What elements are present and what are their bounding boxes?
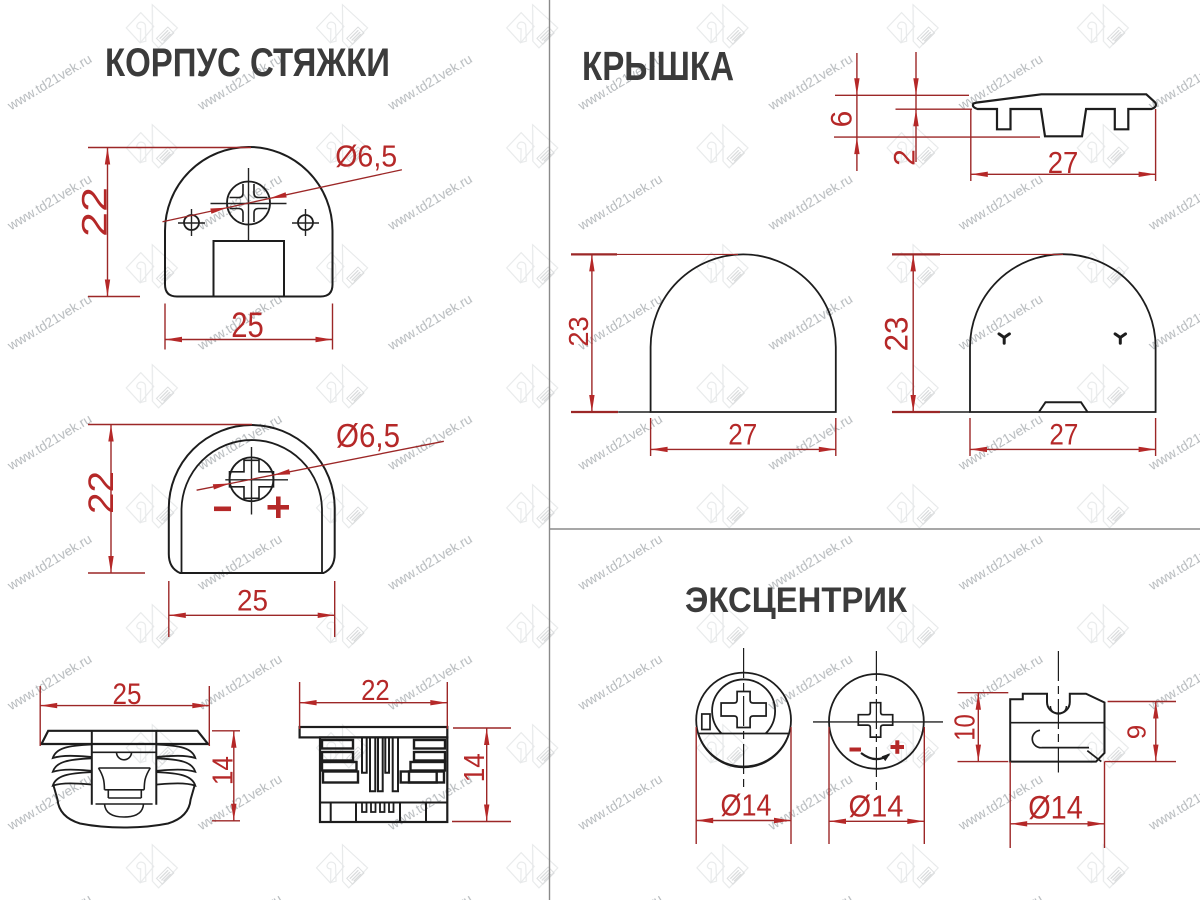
svg-text:ЭКСЦЕНТРИК: ЭКСЦЕНТРИК: [685, 581, 908, 620]
svg-text:КОРПУС СТЯЖКИ: КОРПУС СТЯЖКИ: [105, 41, 390, 85]
svg-text:22: 22: [76, 187, 115, 237]
svg-text:22: 22: [361, 675, 390, 707]
svg-text:23: 23: [879, 317, 915, 352]
svg-text:14: 14: [208, 756, 240, 785]
svg-text:25: 25: [113, 678, 142, 711]
svg-text:Ø14: Ø14: [1028, 790, 1083, 826]
svg-text:КРЫШКА: КРЫШКА: [582, 43, 734, 89]
svg-text:Ø6,5: Ø6,5: [335, 139, 397, 174]
svg-text:22: 22: [82, 471, 121, 514]
svg-text:27: 27: [1048, 145, 1079, 180]
svg-text:Ø14: Ø14: [849, 789, 904, 824]
svg-text:25: 25: [231, 306, 264, 345]
svg-text:2: 2: [889, 149, 922, 166]
svg-text:6: 6: [826, 111, 859, 128]
svg-text:Ø14: Ø14: [721, 788, 772, 823]
svg-text:Ø6,5: Ø6,5: [336, 417, 400, 454]
svg-text:27: 27: [1049, 419, 1078, 452]
svg-text:25: 25: [237, 585, 268, 618]
svg-text:27: 27: [728, 419, 757, 452]
svg-text:10: 10: [950, 714, 982, 741]
svg-text:23: 23: [563, 316, 594, 346]
svg-text:14: 14: [459, 753, 491, 782]
svg-text:9: 9: [1122, 725, 1152, 739]
